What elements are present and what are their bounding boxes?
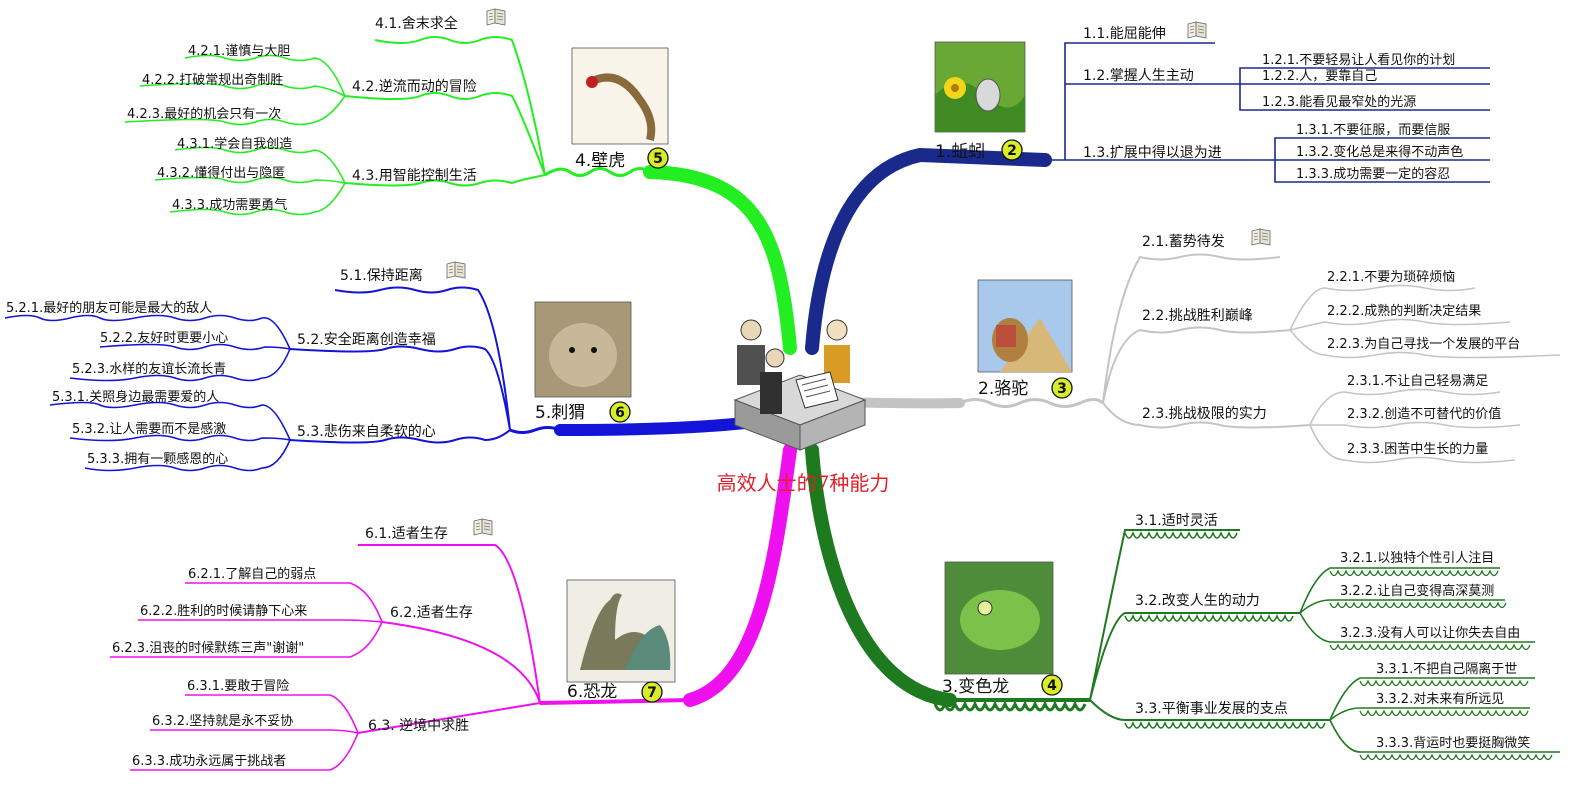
node-6-3: 6.3. 逆境中求胜	[368, 718, 469, 734]
badge-3: 3	[1051, 377, 1073, 399]
central-meeting-image	[733, 319, 867, 451]
node-2-3-2: 2.3.2.创造不可替代的价值	[1347, 406, 1501, 422]
node-5-1: 5.1.保持距离	[340, 267, 423, 284]
book-icon[interactable]	[1187, 21, 1207, 39]
node-3-3-3: 3.3.3.背运时也要挺胸微笑	[1376, 735, 1530, 751]
node-5-2: 5.2.安全距离创造幸福	[297, 331, 436, 348]
branch-5: 5.刺猬 6 5.1.保持距离 5.2.安全距离创造幸福 5.3.悲伤来自柔软的…	[4, 261, 632, 472]
branch-3: 3.变色龙 4 3.1.适时灵活 3.2.改变人生的动力 3.3.平衡事业发展的…	[930, 513, 1560, 761]
trunk-6	[683, 443, 797, 707]
node-4-2-2: 4.2.2.打破常规出奇制胜	[142, 72, 283, 88]
badge-7: 7	[641, 681, 663, 703]
node-5-2-2: 5.2.2.友好时更要小心	[100, 330, 228, 346]
trunk-5	[554, 416, 761, 436]
node-2-1: 2.1.蓄势待发	[1142, 234, 1225, 250]
node-1-3-2: 1.3.2.变化总是来得不动声色	[1296, 144, 1463, 160]
node-3-3: 3.3.平衡事业发展的支点	[1135, 701, 1288, 717]
trunk-3	[805, 443, 957, 707]
branch-1-label: 1.蚯蚓	[935, 142, 985, 162]
node-6-3-2: 6.3.2.坚持就是永不妥协	[152, 714, 293, 729]
node-1-3-1: 1.3.1.不要征服，而要信服	[1296, 123, 1450, 138]
node-4-3-2: 4.3.2.懂得付出与隐匿	[157, 165, 285, 181]
badge-2: 2	[1001, 139, 1023, 161]
node-3-2: 3.2.改变人生的动力	[1135, 593, 1260, 609]
node-1-2-1: 1.2.1.不要轻易让人看见你的计划	[1262, 52, 1455, 68]
node-2-2-1: 2.2.1.不要为琐碎烦恼	[1327, 269, 1455, 285]
node-3-2-3: 3.2.3.没有人可以让你失去自由	[1340, 626, 1520, 641]
svg-text:2: 2	[1007, 143, 1017, 159]
svg-text:4: 4	[1047, 678, 1057, 694]
node-4-1: 4.1.舍末求全	[375, 15, 458, 32]
badge-4: 4	[1041, 674, 1063, 696]
node-4-3: 4.3.用智能控制生活	[352, 168, 477, 184]
book-icon[interactable]	[486, 8, 506, 26]
book-icon[interactable]	[1251, 228, 1271, 246]
node-2-2: 2.2.挑战胜利巅峰	[1142, 308, 1253, 324]
node-4-2-3: 4.2.3.最好的机会只有一次	[127, 106, 281, 122]
badge-5: 5	[647, 147, 669, 169]
branch-4: 4.壁虎 5 4.1.舍末求全 4.2.逆流而动的冒险 4.3.用智能控制生活 …	[124, 8, 669, 216]
node-3-1: 3.1.适时灵活	[1135, 513, 1218, 529]
central-title: 高效人士的7种能力	[717, 471, 890, 495]
node-1-2-3: 1.2.3.能看见最窄处的光源	[1262, 94, 1416, 110]
node-2-2-3: 2.2.3.为自己寻找一个发展的平台	[1327, 336, 1520, 352]
node-6-3-1: 6.3.1.要敢于冒险	[187, 679, 289, 694]
node-5-3-2: 5.3.2.让人需要而不是感激	[72, 421, 226, 437]
node-6-2-2: 6.2.2.胜利的时候请静下心来	[140, 603, 307, 619]
node-6-2-3: 6.2.3.沮丧的时候默练三声"谢谢"	[112, 640, 304, 656]
node-4-2-1: 4.2.1.谨慎与大胆	[188, 44, 290, 59]
node-3-3-1: 3.3.1.不把自己隔离于世	[1376, 661, 1517, 677]
node-1-2: 1.2.掌握人生主动	[1083, 68, 1194, 84]
node-6-3-3: 6.3.3.成功永远属于挑战者	[132, 754, 286, 769]
node-6-1: 6.1.适者生存	[365, 526, 448, 542]
node-6-2: 6.2.适者生存	[390, 605, 473, 621]
branch-3-label: 3.变色龙	[942, 677, 1009, 697]
branch-4-label: 4.壁虎	[575, 151, 625, 171]
branch-2-label: 2.骆驼	[978, 379, 1028, 399]
branch-6: 6.恐龙 7 6.1.适者生存 6.2.适者生存 6.3. 逆境中求胜 6.2.…	[110, 518, 691, 771]
node-4-3-3: 4.3.3.成功需要勇气	[172, 197, 287, 213]
node-3-3-2: 3.3.2.对未来有所远见	[1376, 692, 1504, 707]
node-4-2: 4.2.逆流而动的冒险	[352, 79, 477, 95]
node-3-2-1: 3.2.1.以独特个性引人注目	[1340, 551, 1494, 566]
branch-5-label: 5.刺猬	[535, 403, 585, 423]
node-5-2-1: 5.2.1.最好的朋友可能是最大的敌人	[6, 300, 212, 316]
branch-6-label: 6.恐龙	[567, 682, 617, 702]
node-2-2-2: 2.2.2.成熟的判断决定结果	[1327, 303, 1481, 319]
book-icon[interactable]	[473, 518, 493, 536]
node-4-3-1: 4.3.1.学会自我创造	[177, 136, 292, 152]
svg-text:5: 5	[653, 151, 663, 167]
svg-text:6: 6	[615, 405, 625, 421]
node-1-3-3: 1.3.3.成功需要一定的容忍	[1296, 166, 1450, 182]
trunk-1	[805, 147, 1052, 355]
svg-text:3: 3	[1057, 381, 1067, 397]
node-1-1: 1.1.能屈能伸	[1083, 26, 1166, 42]
book-icon[interactable]	[446, 261, 466, 279]
node-6-2-1: 6.2.1.了解自己的弱点	[188, 566, 316, 582]
node-5-3: 5.3.悲伤来自柔软的心	[297, 423, 436, 440]
branch-1: 1.蚯蚓 2 1.1.能屈能伸 1.2.掌握人生主动 1.3.扩展中得以退为进 …	[934, 21, 1490, 183]
svg-text:7: 7	[647, 685, 657, 701]
node-3-2-2: 3.2.2.让自己变得高深莫测	[1340, 583, 1494, 599]
node-5-3-1: 5.3.1.关照身边最需要爱的人	[52, 389, 219, 405]
node-2-3-1: 2.3.1.不让自己轻易满足	[1347, 374, 1488, 389]
badge-6: 6	[609, 401, 631, 423]
node-5-3-3: 5.3.3.拥有一颗感恩的心	[87, 451, 228, 467]
node-2-3-3: 2.3.3.困苦中生长的力量	[1347, 441, 1488, 457]
node-2-3: 2.3.挑战极限的实力	[1142, 406, 1267, 422]
node-1-2-2: 1.2.2.人，要靠自己	[1262, 69, 1377, 84]
trunk-4	[643, 165, 797, 355]
node-5-2-3: 5.2.3.水样的友谊长流长青	[72, 361, 226, 377]
node-1-3: 1.3.扩展中得以退为进	[1083, 144, 1222, 161]
branch-2: 2.骆驼 3 2.1.蓄势待发 2.2.挑战胜利巅峰 2.3.挑战极限的实力 2…	[959, 228, 1561, 464]
